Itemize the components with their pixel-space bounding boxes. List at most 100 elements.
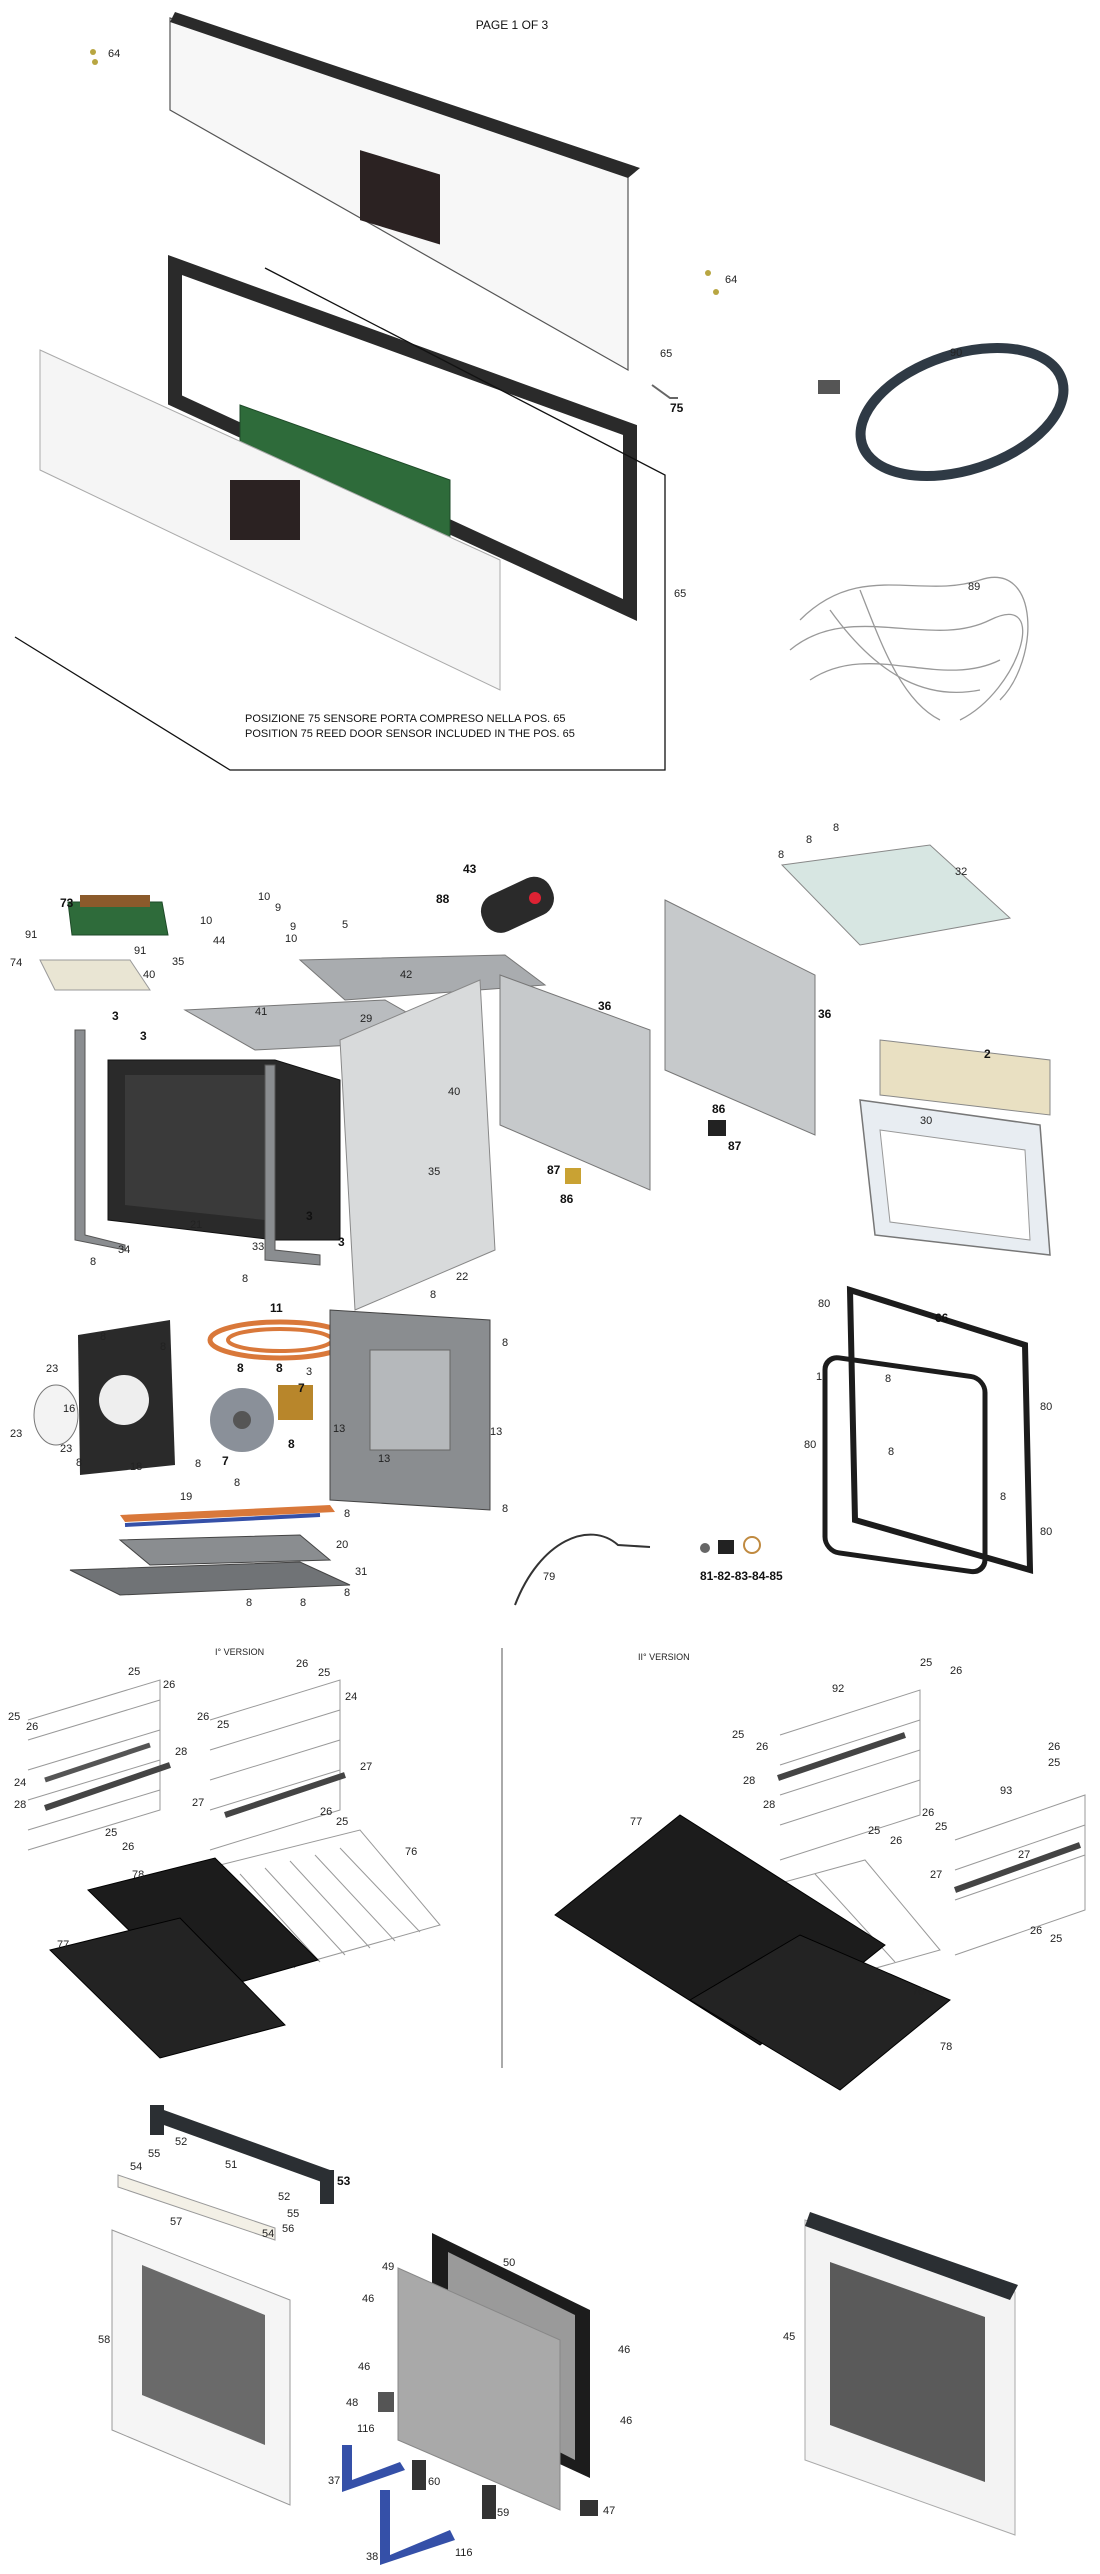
control-panel-glass-top-trim [170,12,640,178]
side-panel-35 [339,979,496,1311]
pos65-bracket [14,267,666,771]
label-9b: 9 [290,921,296,933]
label-66: 66 [935,1311,949,1325]
label-86b: 86 [712,1102,726,1116]
version-1-label: I° VERSION [215,1647,264,1657]
inner-glass-49 [397,2267,561,2511]
label-55b: 55 [287,2208,299,2220]
rear-panel-window [369,1349,451,1451]
label-8s: 8 [300,1597,306,1609]
label-73: 73 [60,896,74,910]
lower-heater-blue [124,1513,321,1527]
label-7b: 7 [222,1454,229,1468]
label-45: 45 [783,2331,795,2343]
top-cover-42 [298,954,547,1001]
label-58: 58 [98,2334,110,2346]
label-28d: 28 [763,1799,775,1811]
baking-tray-78-v2 [689,1934,951,2091]
label-38: 38 [366,2551,378,2563]
label-26i: 26 [1048,1741,1060,1753]
lower-heater-19 [120,1505,335,1522]
hinge-bracket-37 [342,2445,405,2492]
label-41: 41 [255,1006,267,1018]
complete-door-window [830,2262,985,2482]
label-10c: 10 [285,933,297,945]
label-24b: 24 [345,1691,357,1703]
label-3b: 3 [140,1029,147,1043]
side-shield-36a [499,974,651,1191]
label-26c: 26 [122,1841,134,1853]
outer-door-window [142,2265,265,2445]
label-46d: 46 [620,2415,632,2427]
front-strip-34 [74,1029,126,1251]
label-26k: 26 [890,1835,902,1847]
label-116a: 116 [357,2423,375,2435]
label-86a: 86 [560,1192,574,1206]
label-8l: 8 [76,1457,82,1469]
label-60: 60 [428,2476,440,2488]
board-relays [80,895,150,907]
label-80a: 80 [818,1298,830,1310]
back-display-window [230,480,300,540]
label-25c: 25 [105,1827,117,1839]
hinge-48 [378,2392,394,2412]
label-10a: 10 [200,915,212,927]
label-25e: 25 [217,1719,229,1731]
label-34: 34 [118,1244,130,1256]
label-46c: 46 [358,2361,370,2373]
label-2: 2 [984,1047,991,1061]
label-3e: 3 [306,1366,312,1378]
label-33: 33 [252,1241,264,1253]
label-8m: 8 [430,1289,436,1301]
label-8q: 8 [344,1508,350,1520]
side-shield-36b [664,899,816,1136]
label-80b: 80 [1040,1401,1052,1413]
runner-28-v2 [777,1732,906,1781]
label-40a: 40 [143,969,155,981]
label-20: 20 [336,1539,348,1551]
label-30: 30 [920,1115,932,1127]
label-25b: 25 [8,1711,20,1723]
label-8v: 8 [888,1446,894,1458]
side-rack-v2-left [779,1689,921,1861]
label-25f: 25 [336,1816,348,1828]
label-36b: 36 [818,1007,832,1021]
label-53: 53 [337,2174,351,2188]
label-37: 37 [328,2475,340,2487]
label-76a: 76 [405,1846,417,1858]
label-26e: 26 [197,1711,209,1723]
label-52a: 52 [175,2136,187,2148]
label-91b: 91 [134,945,146,957]
label-25g: 25 [920,1657,932,1669]
small-parts-81-85 [700,1536,761,1554]
fan-motor [278,1385,313,1420]
label-8f: 8 [237,1361,244,1375]
label-19: 19 [180,1491,192,1503]
label-28c: 28 [743,1775,755,1787]
label-87b: 87 [728,1139,742,1153]
label-92: 92 [832,1683,844,1695]
door-trim-57 [117,2174,276,2241]
label-8r: 8 [246,1597,252,1609]
label-28b: 28 [175,1746,187,1758]
label-7a: 7 [298,1381,305,1395]
label-80c: 80 [804,1439,816,1451]
label-77a: 77 [57,1939,69,1951]
note-italian: POSIZIONE 75 SENSORE PORTA COMPRESO NELL… [245,713,566,725]
label-28a: 28 [14,1799,26,1811]
label-13a: 13 [333,1423,345,1435]
label-23a: 23 [46,1363,58,1375]
label-80d: 80 [1040,1526,1052,1538]
label-26b: 26 [26,1721,38,1733]
screw-64-right [705,270,719,295]
label-23c: 23 [60,1443,72,1455]
display-window [360,150,440,245]
tangential-fan-43 [480,876,554,933]
label-5: 5 [342,919,348,931]
label-27a: 27 [192,1797,204,1809]
side-rack-v1-left [27,1679,161,1851]
runner-27-v1 [224,1772,346,1818]
label-89: 89 [968,581,980,593]
label-26j: 26 [922,1807,934,1819]
